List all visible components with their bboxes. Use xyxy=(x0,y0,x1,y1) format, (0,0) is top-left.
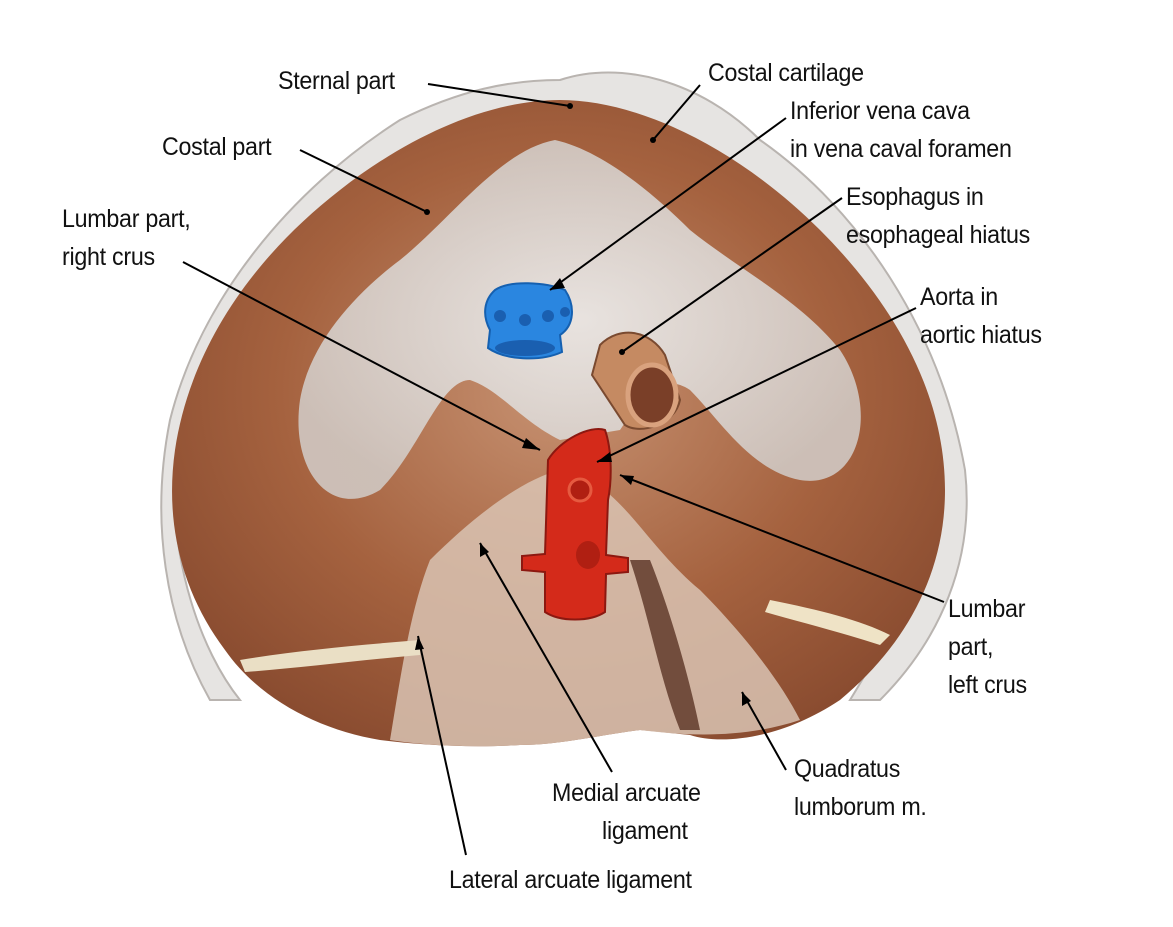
left-crus-shadow xyxy=(630,560,700,730)
label-text: part, xyxy=(948,633,994,661)
label-quadratus-lumborum: Quadratus lumborum m. xyxy=(794,750,927,826)
central-tendon xyxy=(298,140,861,499)
label-inferior-vena-cava: Inferior vena cava in vena caval foramen xyxy=(790,92,1012,168)
leader-right-crus xyxy=(182,261,541,451)
label-text: Costal part xyxy=(162,133,272,161)
inferior-vena-cava xyxy=(484,282,573,360)
label-text: Aorta in xyxy=(920,283,998,311)
label-text: esophageal hiatus xyxy=(846,221,1030,249)
leader-medial-arcuate xyxy=(479,542,613,773)
label-text: ligament xyxy=(602,817,688,845)
label-text: Esophagus in xyxy=(846,183,984,211)
quadratus-tendon xyxy=(765,600,890,645)
label-text: Medial arcuate xyxy=(552,779,701,807)
aorta xyxy=(521,428,629,621)
label-esophagus: Esophagus in esophageal hiatus xyxy=(846,178,1030,254)
label-costal-part: Costal part xyxy=(162,128,272,166)
label-left-crus: Lumbar part, left crus xyxy=(948,590,1027,704)
label-text: right crus xyxy=(62,243,155,271)
label-text: aortic hiatus xyxy=(920,321,1042,349)
label-aorta: Aorta in aortic hiatus xyxy=(920,278,1042,354)
label-text: Sternal part xyxy=(278,67,395,95)
leader-lines xyxy=(182,83,945,856)
arrowheads xyxy=(415,103,751,706)
label-text: left crus xyxy=(948,671,1027,699)
leader-sternal-part xyxy=(427,83,571,107)
label-right-crus: Lumbar part, right crus xyxy=(62,200,191,276)
label-text: Lumbar xyxy=(948,595,1026,623)
label-text: Lateral arcuate ligament xyxy=(449,866,692,894)
label-text: Costal cartilage xyxy=(708,59,864,87)
lateral-arcuate-tendon xyxy=(240,640,420,672)
label-text: in vena caval foramen xyxy=(790,135,1012,163)
leader-quadratus xyxy=(741,691,787,771)
leader-costal-cartilage xyxy=(652,84,701,141)
label-costal-cartilage: Costal cartilage xyxy=(708,54,864,92)
label-text: Lumbar part, xyxy=(62,205,191,233)
label-text: Inferior vena cava xyxy=(790,97,970,125)
label-text: Quadratus xyxy=(794,755,901,783)
leader-costal-part xyxy=(299,149,428,213)
leader-aorta xyxy=(596,307,917,463)
label-sternal-part: Sternal part xyxy=(278,62,395,100)
esophagus xyxy=(590,331,682,430)
leader-ivc xyxy=(549,117,787,291)
label-medial-arcuate: Medial arcuate ligament xyxy=(552,774,701,850)
label-lateral-arcuate: Lateral arcuate ligament xyxy=(449,861,692,899)
leader-esophagus xyxy=(621,197,843,353)
leader-lateral-arcuate xyxy=(417,635,467,856)
leader-left-crus xyxy=(619,474,945,603)
label-text: lumborum m. xyxy=(794,793,927,821)
